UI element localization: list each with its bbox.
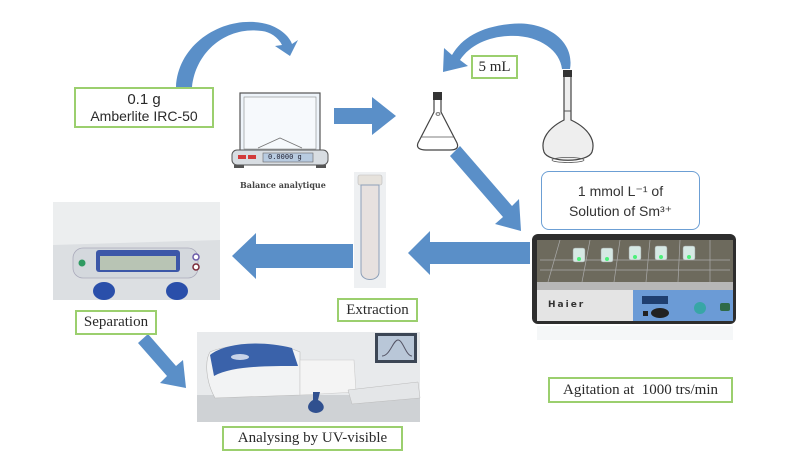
arrow-flask-to-shaker [450, 146, 521, 231]
separation-label-box: Separation [75, 310, 157, 335]
resin-label-box: 0.1 g Amberlite IRC-50 [74, 87, 214, 128]
curved-arrow-resin-to-balance [176, 21, 298, 87]
extraction-label: Extraction [346, 301, 409, 318]
volume-label-box: 5 mL [471, 55, 518, 79]
arrow-tube-to-centrifuge [232, 233, 353, 279]
centrifuge-photo [53, 202, 220, 300]
agitation-label: Agitation at 1000 trs/min [563, 381, 718, 398]
extraction-label-box: Extraction [337, 298, 418, 322]
arrow-shaker-to-tube [408, 231, 530, 275]
curved-arrow-flask-to-flask [443, 23, 571, 72]
separation-label: Separation [83, 314, 149, 330]
solution-name: Solution of Sm³⁺ [568, 202, 673, 219]
arrow-balance-to-flask [334, 97, 396, 135]
shaker-brand: Haier [548, 300, 586, 310]
volume-label: 5 mL [478, 58, 511, 75]
solution-label-box: 1 mmol L⁻¹ of Solution of Sm³⁺ [541, 171, 700, 230]
arrow-separation-to-uv [138, 334, 186, 388]
uv-spectrophotometer-photo [197, 332, 421, 422]
balance-illustration [231, 92, 329, 168]
resin-name: Amberlite IRC-50 [90, 107, 198, 124]
volumetric-flask [542, 70, 594, 163]
balance-display: 0.0000 g [268, 153, 302, 161]
analysis-label-box: Analysing by UV-visible [222, 426, 403, 451]
balance-caption: Balance analytique [240, 180, 326, 190]
resin-mass: 0.1 g [127, 90, 161, 108]
solution-concentration: 1 mmol L⁻¹ of [577, 182, 664, 199]
erlenmeyer-flask [416, 92, 459, 151]
shaker-photo [532, 234, 736, 340]
test-tube [354, 172, 386, 288]
analysis-label: Analysing by UV-visible [237, 430, 388, 446]
agitation-label-box: Agitation at 1000 trs/min [548, 377, 733, 403]
